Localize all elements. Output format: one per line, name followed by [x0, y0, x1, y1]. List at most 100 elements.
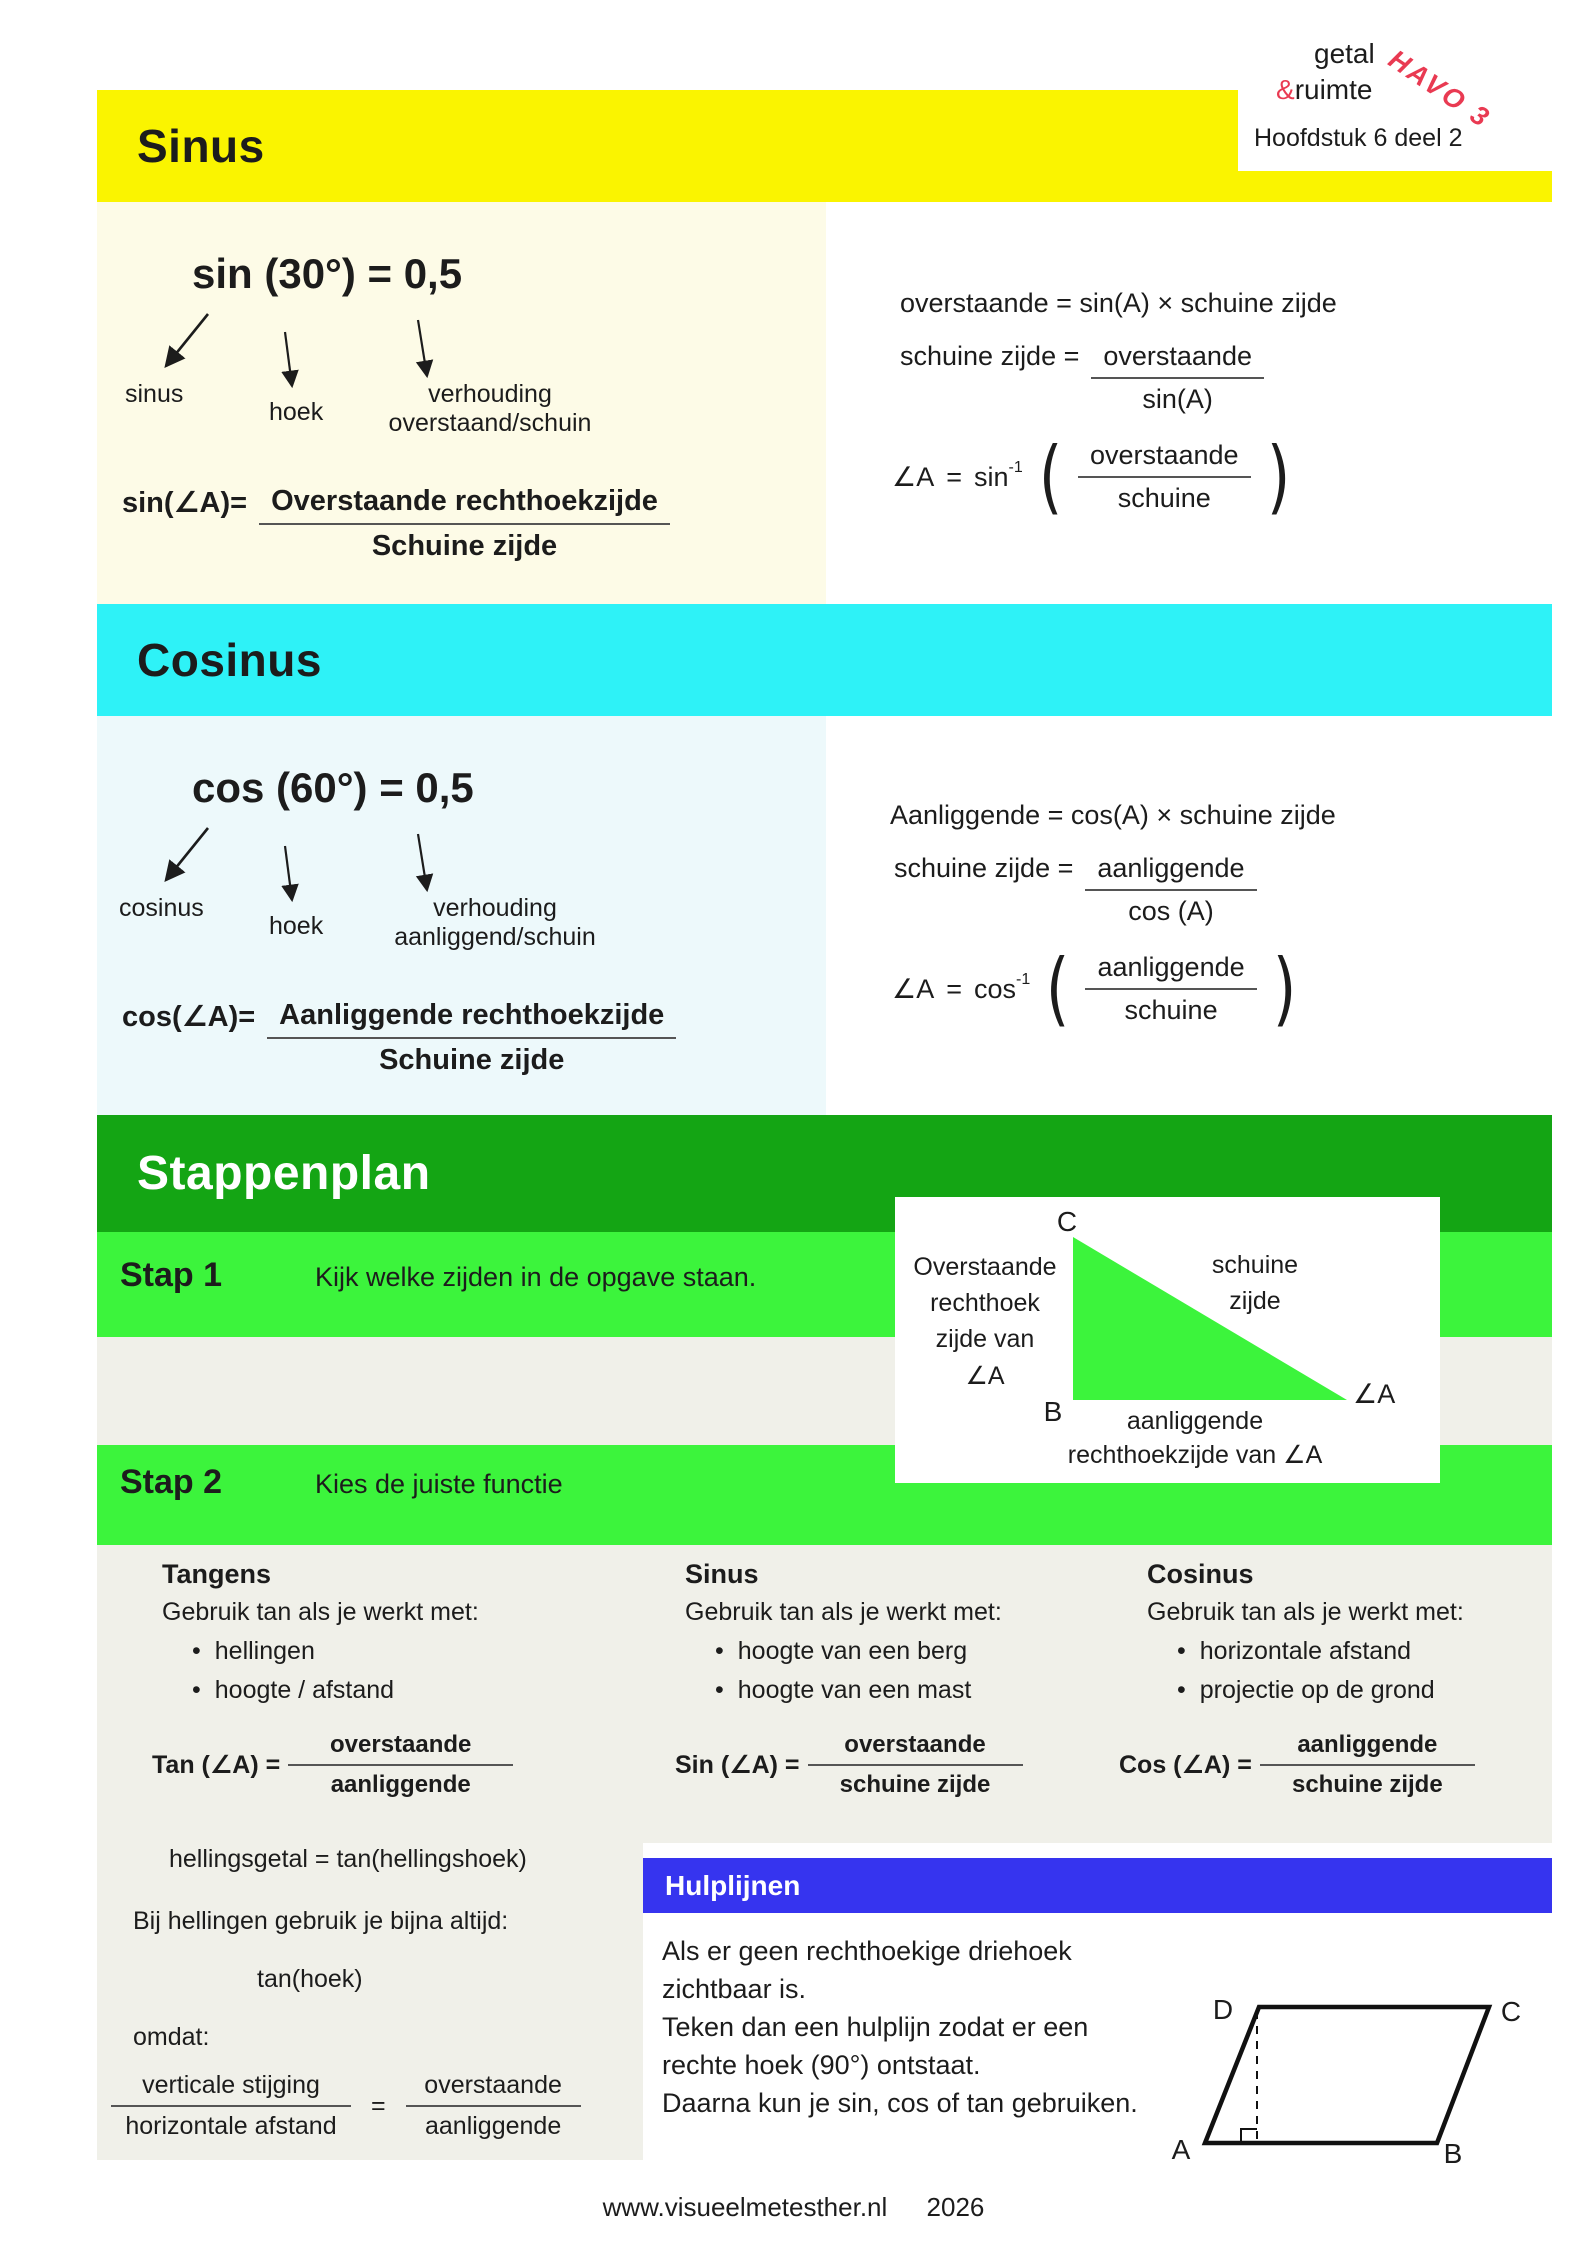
sinus-col-bullet-2: •hoogte van een mast — [715, 1676, 972, 1704]
hulplijnen-line-3: Teken dan een hulplijn zodat er een — [662, 2012, 1089, 2042]
cosinus-col-intro: Gebruik tan als je werkt met: — [1147, 1598, 1464, 1626]
tangens-formula: Tan (∠A) = overstaande aanliggende — [152, 1731, 592, 1799]
cosinus-label-left: cosinus — [119, 894, 204, 922]
stap2-text: Kies de juiste functie — [315, 1469, 563, 1499]
hulplijnen-line-1: Als er geen rechthoekige driehoek — [662, 1936, 1072, 1966]
open-paren: ( — [1038, 430, 1063, 523]
triangle-shape — [1073, 1237, 1347, 1400]
sinus-definition-formula: sin(∠A)= Overstaande rechthoekzijde Schu… — [122, 485, 670, 563]
sinus-col-title: Sinus — [685, 1559, 759, 1589]
sinus-rules: overstaande = sin(A) × schuine zijde sch… — [878, 288, 1498, 588]
arrow-to-verhouding — [415, 833, 434, 893]
helling-fraction-row: verticale stijging horizontale afstand =… — [111, 2071, 581, 2141]
sinus-rule-2: schuine zijde = overstaande sin(A) — [900, 341, 1264, 415]
bullet-dot: • — [715, 1676, 724, 1704]
opposite-label-2: rechthoek — [930, 1289, 1040, 1317]
hypotenuse-label-1: schuine — [1212, 1251, 1298, 1279]
helling-equals: = — [371, 2091, 386, 2120]
helling-line-3: tan(hoek) — [257, 1965, 363, 1993]
adjacent-label-2: rechthoekzijde van ∠A — [1068, 1441, 1323, 1469]
cosinus-panel: cos (60°) = 0,5 cosinus hoek verhouding … — [97, 716, 826, 1115]
cosinus-label-middle: hoek — [269, 912, 324, 940]
bullet-dot: • — [715, 1637, 724, 1665]
cosinus-rule-3: ∠A = cos-1 ( aanliggende schuine ) — [892, 942, 1296, 1035]
vertex-d: D — [1213, 1994, 1233, 2025]
adjacent-label-1: aanliggende — [1127, 1407, 1263, 1435]
logo-getal: getal — [1314, 38, 1375, 69]
sinus-label-left: sinus — [125, 380, 184, 408]
hulplijnen-line-5: Daarna kun je sin, cos of tan gebruiken. — [662, 2088, 1138, 2118]
close-paren: ) — [1272, 942, 1296, 1035]
cosinus-rule-2: schuine zijde = aanliggende cos (A) — [894, 853, 1257, 927]
hulplijnen-line-2: zichtbaar is. — [662, 1974, 807, 2004]
hulplijnen-title: Hulplijnen — [665, 1869, 801, 1901]
logo-card: getal &ruimte HAVO 3 Hoofdstuk 6 deel 2 — [1238, 30, 1552, 171]
column-tangens: Tangens Gebruik tan als je werkt met: •h… — [152, 1545, 592, 1799]
arrow-to-cosinus — [164, 827, 210, 883]
vertex-c: C — [1057, 1206, 1077, 1237]
sinus-col-intro: Gebruik tan als je werkt met: — [685, 1598, 1002, 1626]
cosinus-banner: Cosinus — [97, 604, 1552, 716]
sinus-formula-fraction: Overstaande rechthoekzijde Schuine zijde — [259, 485, 670, 563]
helling-fraction-1: verticale stijging horizontale afstand — [111, 2071, 351, 2141]
angle-a-label: ∠A — [1353, 1379, 1395, 1409]
helling-line-4: omdat: — [133, 2023, 210, 2051]
sinus-rule-3: ∠A = sin-1 ( overstaande schuine ) — [892, 430, 1290, 523]
logo-ruimte: ruimte — [1294, 74, 1373, 105]
vertex-b: B — [1044, 1396, 1063, 1427]
hulplijnen-banner: Hulplijnen — [643, 1858, 1552, 1913]
chapter-subtitle: Hoofdstuk 6 deel 2 — [1254, 124, 1463, 152]
tangens-bullet-1: •hellingen — [192, 1637, 315, 1665]
sinus-panel: sin (30°) = 0,5 sinus hoek verhouding ov… — [97, 202, 826, 604]
triangle-card: C B ∠A Overstaande rechthoek zijde van ∠… — [895, 1197, 1440, 1483]
right-angle-mark — [1240, 2128, 1257, 2143]
open-paren: ( — [1046, 942, 1070, 1035]
sinus-label-right: verhouding overstaand/schuin — [388, 380, 592, 437]
sinus-label-middle: hoek — [269, 398, 324, 426]
stap2-label: Stap 2 — [120, 1463, 223, 1501]
bullet-dot: • — [192, 1676, 201, 1704]
hypotenuse-label-2: zijde — [1229, 1287, 1280, 1315]
arrow-to-sinus — [164, 313, 210, 369]
cosinus-col-title: Cosinus — [1147, 1559, 1254, 1589]
vertex-c: C — [1501, 1996, 1521, 2027]
cosinus-col-formula: Cos (∠A) = aanliggende schuine zijde — [1119, 1731, 1559, 1799]
cosinus-col-bullet-2: •projectie op de grond — [1177, 1676, 1435, 1704]
column-cosinus: Cosinus Gebruik tan als je werkt met: •h… — [1119, 1545, 1559, 1799]
stappenplan-title: Stappenplan — [137, 1147, 431, 1200]
close-paren: ) — [1266, 430, 1290, 523]
hulplijnen-line-4: rechte hoek (90°) ontstaat. — [662, 2050, 981, 2080]
stap1-text: Kijk welke zijden in de opgave staan. — [315, 1262, 757, 1292]
tangens-title: Tangens — [162, 1559, 272, 1589]
opposite-label-3: zijde van — [936, 1325, 1035, 1353]
sinus-formula-prefix: sin(∠A)= — [122, 487, 248, 519]
footer-site: www.visueelmetesther.nl — [602, 2192, 888, 2222]
parallelogram-diagram: D C A B — [1172, 1994, 1521, 2169]
arrow-to-hoek — [281, 331, 299, 389]
logo-ruimte-line: &ruimte — [1276, 74, 1372, 106]
helling-line-2: Bij hellingen gebruik je bijna altijd: — [133, 1907, 509, 1935]
cosinus-col-bullet-1: •horizontale afstand — [1177, 1637, 1412, 1665]
column-sinus: Sinus Gebruik tan als je werkt met: •hoo… — [675, 1545, 1115, 1799]
tangens-bullet-2: •hoogte / afstand — [192, 1676, 395, 1704]
helling-fraction-2: overstaande aanliggende — [405, 2071, 581, 2141]
cosinus-rule-1: Aanliggende = cos(A) × schuine zijde — [890, 800, 1336, 830]
hulplijnen-text: Als er geen rechthoekige driehoek zichtb… — [662, 1932, 1242, 2122]
sinus-title: Sinus — [137, 120, 265, 172]
cosinus-label-right: verhouding aanliggend/schuin — [394, 894, 596, 951]
cosinus-formula-prefix: cos(∠A)= — [122, 1001, 256, 1033]
helling-line-1: hellingsgetal = tan(hellingshoek) — [169, 1845, 527, 1873]
cosinus-example: cos (60°) = 0,5 — [192, 764, 474, 811]
vertex-a: A — [1172, 2134, 1191, 2165]
cosinus-rules: Aanliggende = cos(A) × schuine zijde sch… — [878, 800, 1498, 1100]
cosinus-title: Cosinus — [137, 634, 322, 686]
sinus-col-formula: Sin (∠A) = overstaande schuine zijde — [675, 1731, 1115, 1799]
tangens-intro: Gebruik tan als je werkt met: — [162, 1598, 479, 1626]
havo-badge: HAVO 3 — [1383, 44, 1497, 135]
right-triangle-diagram: C B ∠A Overstaande rechthoek zijde van ∠… — [913, 1206, 1395, 1469]
arrow-to-hoek — [281, 845, 299, 903]
footer: www.visueelmetesther.nl 2026 — [0, 2192, 1587, 2223]
bullet-dot: • — [1177, 1637, 1186, 1665]
sinus-col-bullet-1: •hoogte van een berg — [715, 1637, 968, 1665]
